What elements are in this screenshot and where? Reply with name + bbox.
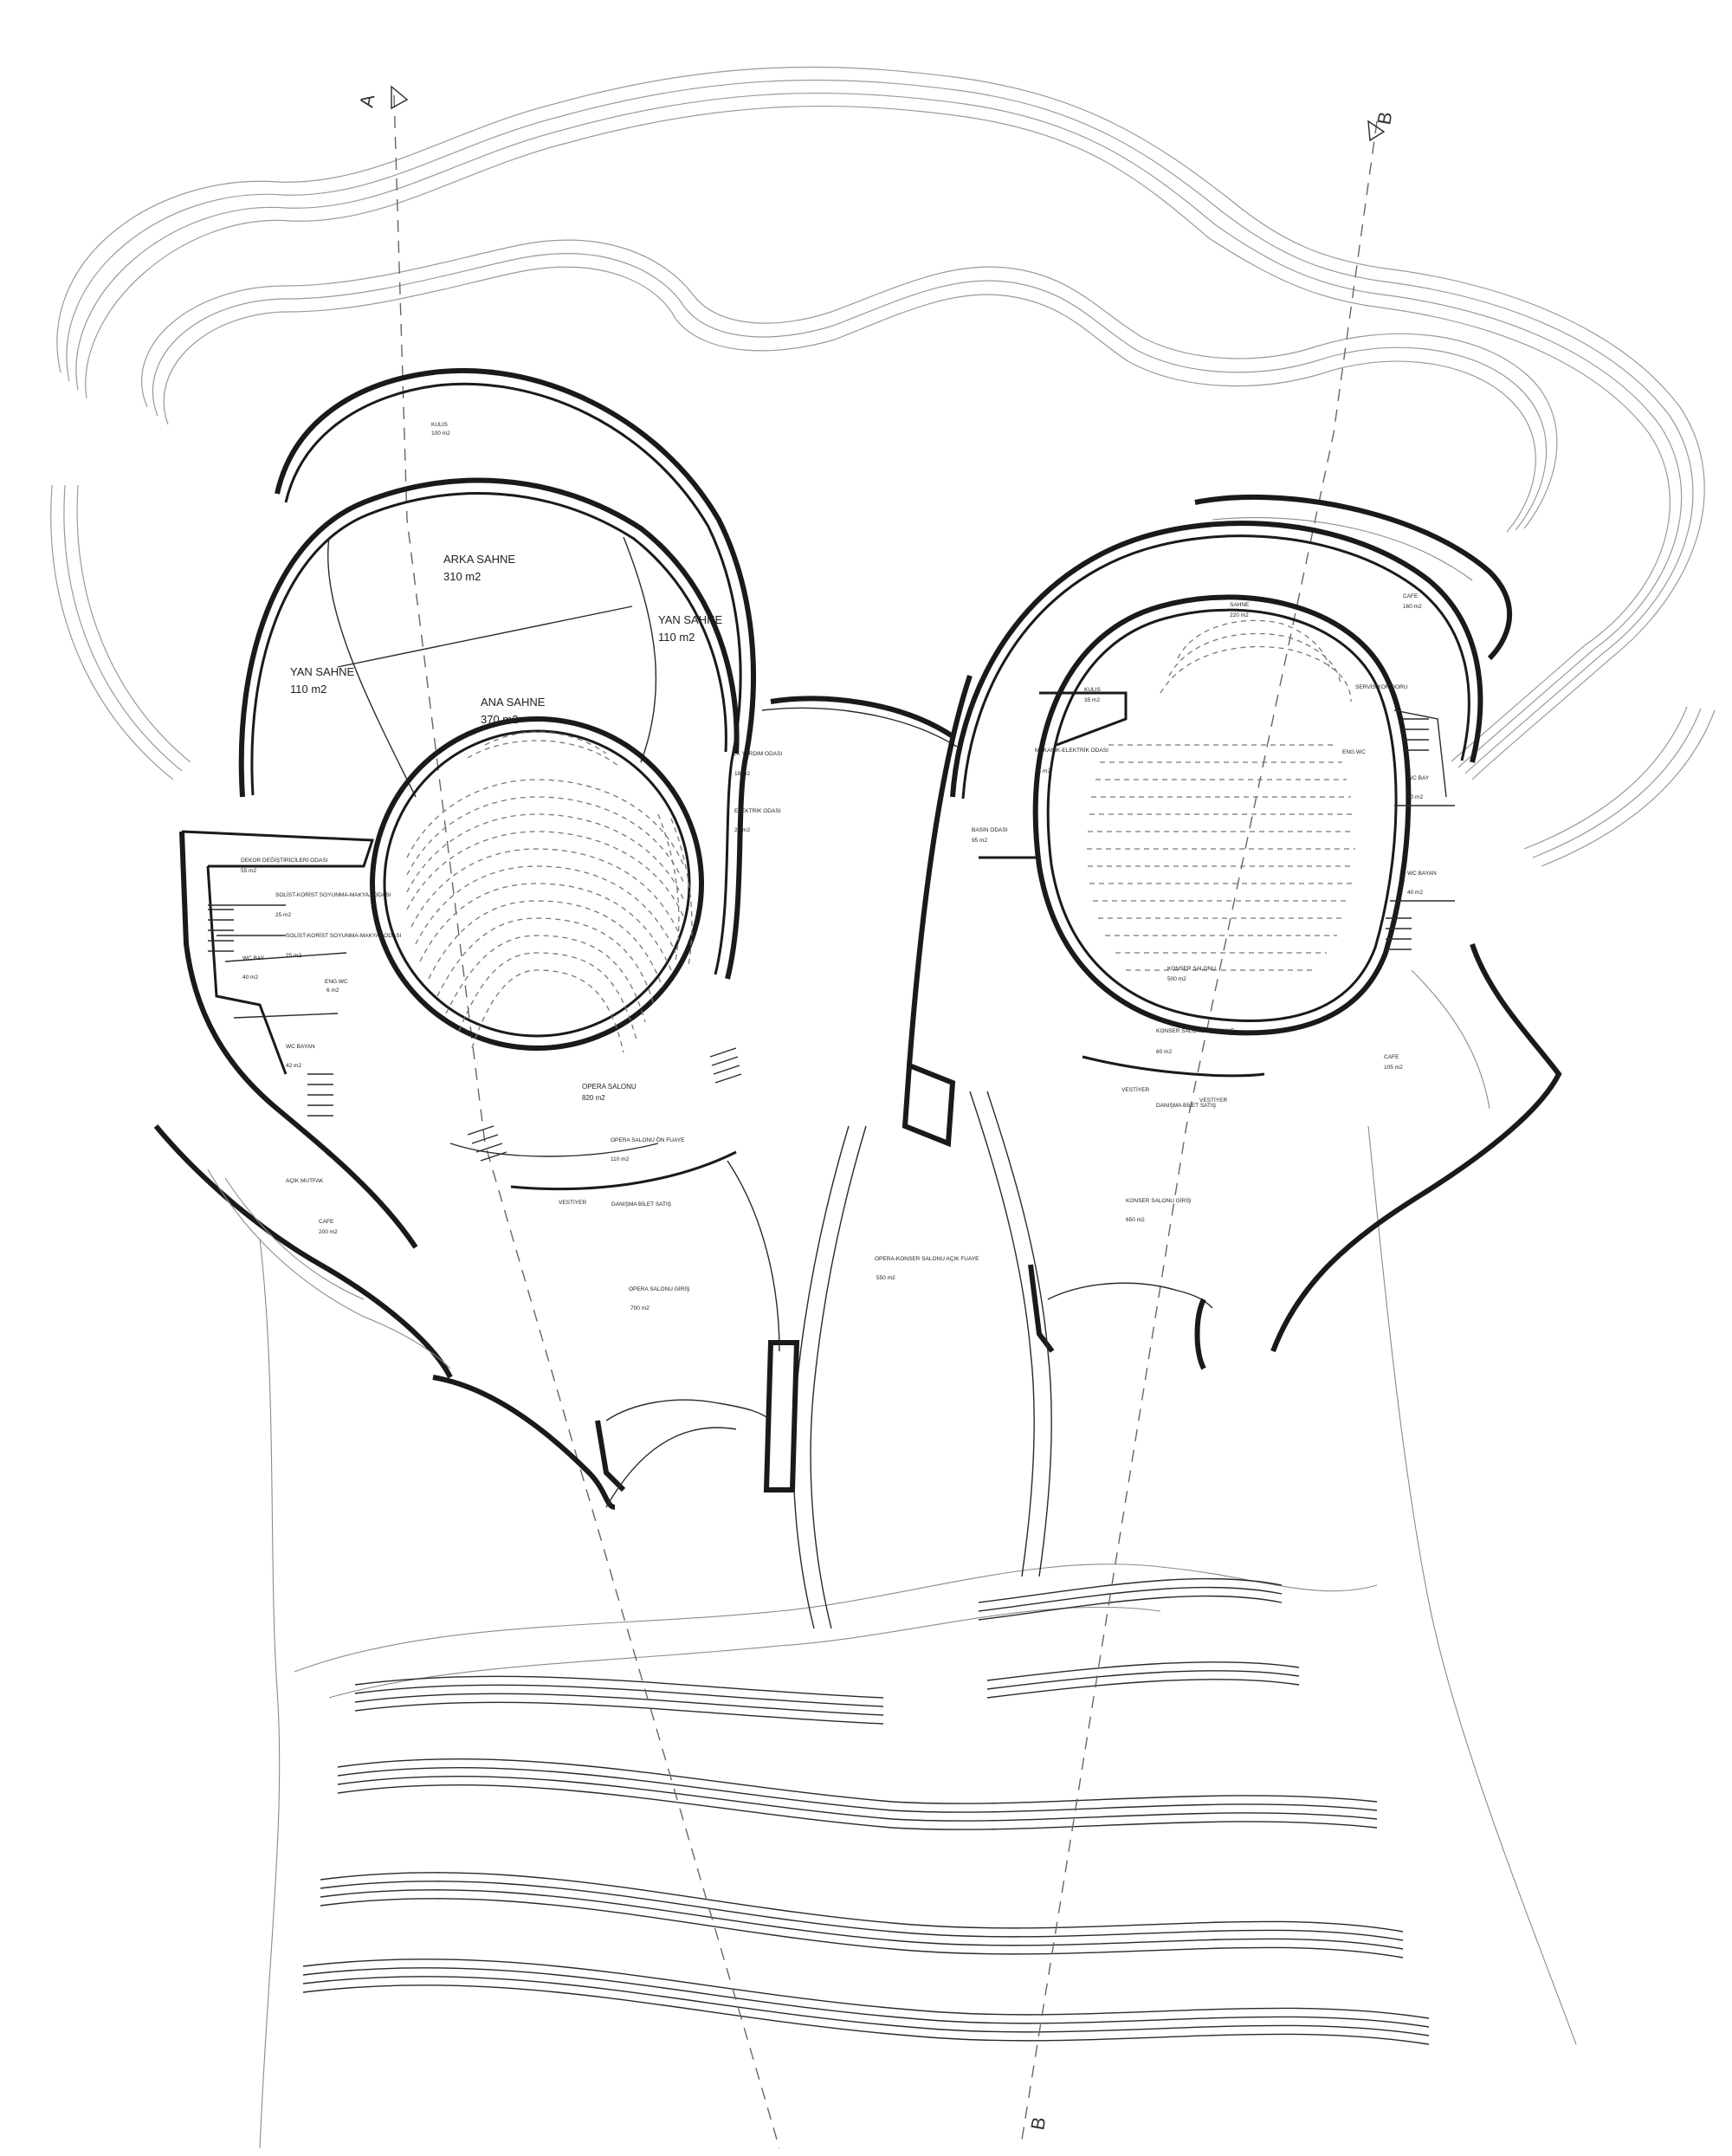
label-vestiyer-right-2: VESTİYER xyxy=(1199,1096,1227,1104)
label-ana-sahne-area: 370 m2 xyxy=(481,713,518,726)
label-cafe-top-right-area: 160 m2 xyxy=(1403,604,1422,610)
label-opera-on-fuaye-area: 110 m2 xyxy=(611,1156,630,1162)
label-mekanik-area: 24 m2 xyxy=(1035,768,1050,774)
label-wc-bay-right-area: 40 m2 xyxy=(1407,794,1423,800)
label-dekor-area: 55 m2 xyxy=(241,868,256,874)
label-acik-fuaye-area: 550 m2 xyxy=(876,1275,895,1281)
label-eng-wc-left-name: ENG.WC xyxy=(325,979,348,985)
section-marker-a-top: A xyxy=(355,93,378,109)
label-solist-2-area: 25 m2 xyxy=(286,953,301,959)
label-konser-salonu-name: KONSER SALONU xyxy=(1167,966,1216,972)
label-elektrik-name: ELEKTRİK ODASI xyxy=(734,806,781,814)
label-danisma-right-name: DANIŞMA BİLET SATIŞ xyxy=(1156,1101,1217,1109)
concert-building xyxy=(950,494,1562,1370)
label-servis: SERVİS KORİDORU xyxy=(1355,683,1408,690)
label-vestiyer-right-1: VESTİYER xyxy=(1121,1085,1149,1093)
label-elektrik-area: 20 m2 xyxy=(734,827,750,833)
landscape-contours-top xyxy=(50,66,1716,867)
label-ilk-yardim-name: İLK YARDIM ODASI xyxy=(732,749,782,757)
label-wc-bayan-left-name: WC BAYAN xyxy=(286,1044,315,1050)
label-cafe-left-name: CAFE xyxy=(319,1219,334,1225)
label-mekanik-name: MEKANİK-ELEKTRİK ODASI xyxy=(1035,746,1108,754)
terrace-steps xyxy=(302,1577,1430,2045)
label-cafe-top-right-name: CAFE xyxy=(1403,593,1419,599)
label-opera-salonu-area: 820 m2 xyxy=(582,1094,605,1102)
label-konser-salonu-area: 500 m2 xyxy=(1167,976,1186,982)
label-eng-wc-right: ENG.WC xyxy=(1342,749,1366,755)
label-dekor-name: DEKOR DEĞİŞTİRİCİLERİ ODASI xyxy=(241,856,328,864)
label-kulis-1-name: KULIS xyxy=(431,422,448,428)
label-ana-sahne-name: ANA SAHNE xyxy=(481,696,546,709)
label-danisma-left-name: DANIŞMA BİLET SATIŞ xyxy=(611,1200,672,1207)
label-kulis-2-area: 35 m2 xyxy=(1084,697,1100,703)
central-foyer xyxy=(605,675,1052,1629)
label-acik-mutfak: AÇIK MUTFAK xyxy=(286,1178,324,1184)
label-konser-giris-area: 650 m2 xyxy=(1126,1217,1145,1223)
label-wc-bayan-right-area: 40 m2 xyxy=(1407,890,1423,896)
label-solist-1-area: 25 m2 xyxy=(275,912,291,918)
section-marker-b-bottom: B xyxy=(1026,2115,1050,2132)
site-edges xyxy=(259,1125,1577,2149)
label-cafe-left-area: 200 m2 xyxy=(319,1229,338,1235)
label-konser-on-fuaye-area: 60 m2 xyxy=(1156,1049,1172,1055)
label-cafe-right-name: CAFE xyxy=(1384,1054,1399,1060)
label-cafe-right-area: 105 m2 xyxy=(1384,1065,1403,1071)
opera-building xyxy=(153,367,772,1510)
label-opera-giris-name: OPERA SALONU GİRİŞ xyxy=(629,1285,690,1292)
label-yan-sahne-right-area: 110 m2 xyxy=(658,631,695,644)
label-wc-bay-left-area: 40 m2 xyxy=(242,974,258,981)
label-acik-fuaye-name: OPERA-KONSER SALONU AÇIK FUAYE xyxy=(875,1256,979,1262)
label-solist-2-name: SOLİST-KORİST SOYUNMA-MAKYAJ ODASI xyxy=(286,931,402,939)
label-yan-sahne-right-name: YAN SAHNE xyxy=(658,613,722,626)
label-opera-salonu-name: OPERA SALONU xyxy=(582,1083,637,1091)
label-kulis-1-area: 100 m2 xyxy=(431,431,450,437)
label-wc-bayan-right-name: WC BAYAN xyxy=(1407,871,1437,877)
label-opera-giris-area: 700 m2 xyxy=(630,1305,650,1311)
label-wc-bay-left-name: WC BAY xyxy=(242,955,265,961)
label-vestiyer-left: VESTİYER xyxy=(559,1198,586,1206)
label-sahne-right-name: SAHNE xyxy=(1230,602,1250,608)
room-labels: KULIS 100 m2 ARKA SAHNE 310 m2 YAN SAHNE… xyxy=(241,422,1437,1311)
label-yan-sahne-left-area: 110 m2 xyxy=(290,683,326,696)
label-basin-name: BASIN ODASI xyxy=(972,827,1008,833)
label-wc-bayan-left-area: 42 m2 xyxy=(286,1063,301,1069)
label-arka-sahne-area: 310 m2 xyxy=(443,570,481,583)
label-eng-wc-left-area: 6 m2 xyxy=(326,987,339,994)
section-marker-b-top: B xyxy=(1373,110,1396,126)
label-opera-on-fuaye-name: OPERA SALONU ÖN FUAYE xyxy=(611,1136,685,1143)
label-solist-1-name: SOLİST-KORİST SOYUNMA-MAKYAJ ODASI xyxy=(275,890,391,898)
label-sahne-right-area: 220 m2 xyxy=(1230,612,1249,618)
section-axes xyxy=(393,94,1378,2149)
label-basin-area: 95 m2 xyxy=(972,838,987,844)
label-arka-sahne-name: ARKA SAHNE xyxy=(443,553,515,566)
label-konser-giris-name: KONSER SALONU GİRİŞ xyxy=(1126,1196,1192,1204)
label-kulis-2-name: KULIS xyxy=(1084,687,1101,693)
label-ilk-yardim-area: 18 m2 xyxy=(734,771,750,777)
label-konser-on-fuaye-name: KONSER SALONU ÖN FUAYE xyxy=(1156,1027,1235,1034)
label-wc-bay-right-name: WC BAY xyxy=(1407,775,1430,781)
label-yan-sahne-left-name: YAN SAHNE xyxy=(290,665,354,678)
